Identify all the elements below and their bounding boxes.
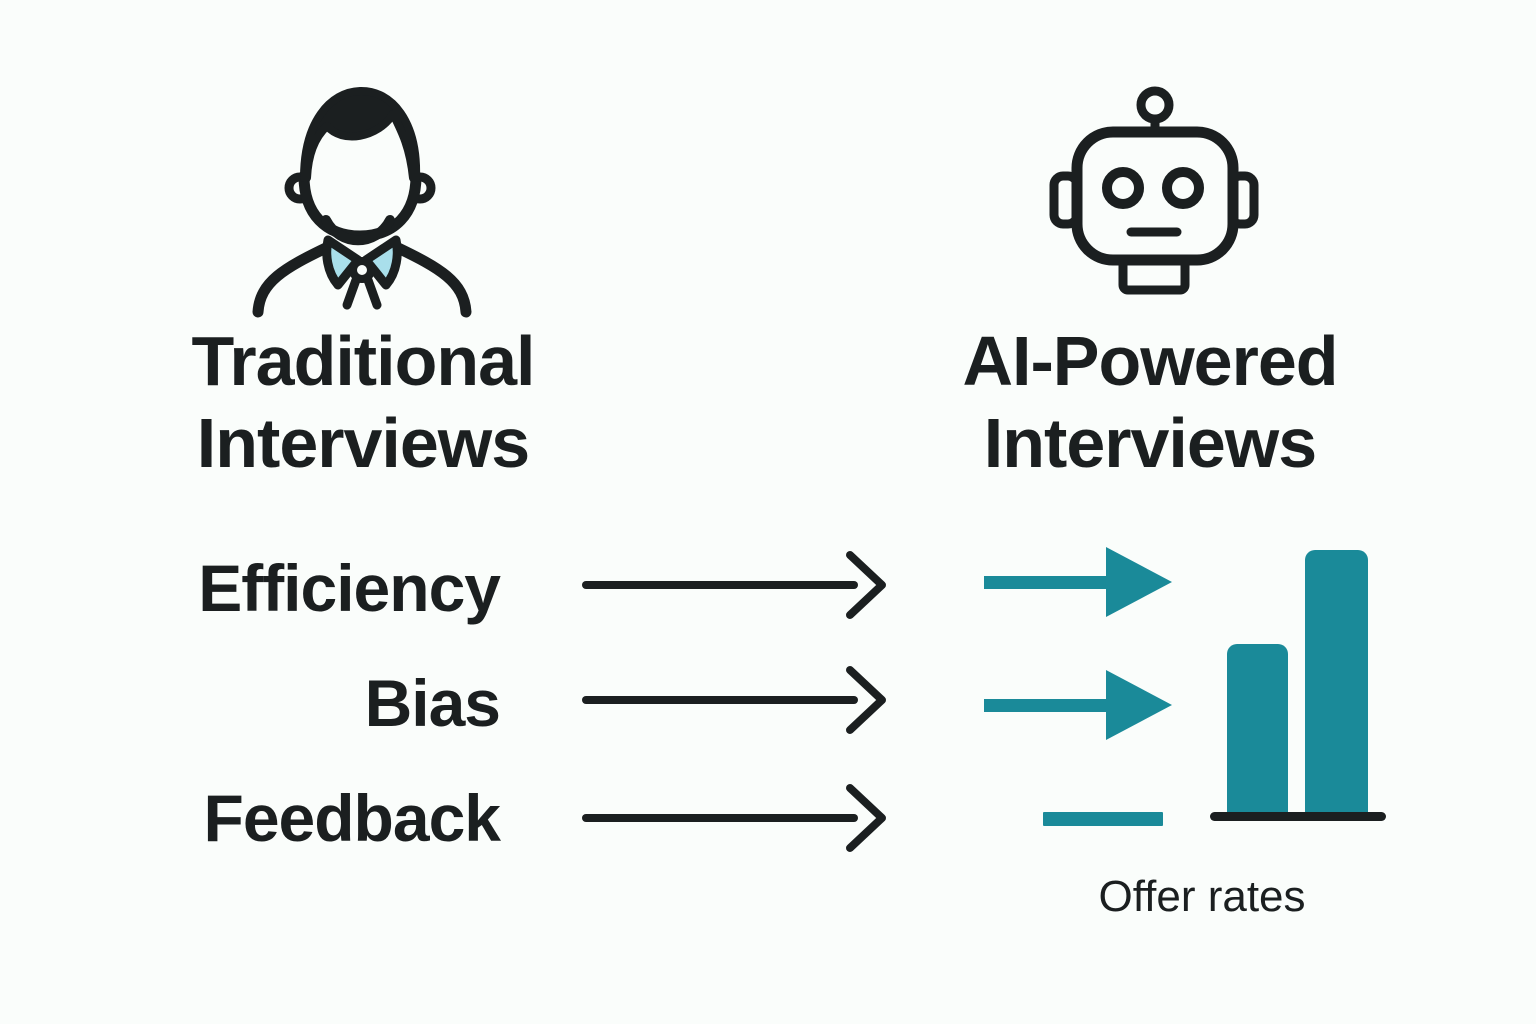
- person-icon: [250, 84, 472, 318]
- teal-arrow-icon: [984, 667, 1174, 743]
- left-column-title: Traditional Interviews: [63, 320, 663, 484]
- robot-icon: [1048, 84, 1260, 296]
- offer-rates-chart: [1210, 540, 1386, 830]
- row-label-feedback: Feedback: [203, 781, 501, 855]
- chart-baseline: [1210, 812, 1386, 821]
- teal-arrow-icon: [984, 544, 1174, 620]
- chart-bar-1: [1227, 644, 1288, 818]
- right-title-line2: Interviews: [983, 404, 1317, 482]
- chart-caption: Offer rates: [1098, 872, 1306, 921]
- black-arrow-icon: [582, 547, 886, 623]
- right-title-line1: AI-Powered: [962, 322, 1338, 400]
- right-column-title: AI-Powered Interviews: [850, 320, 1450, 484]
- left-title-line1: Traditional: [191, 322, 536, 400]
- chart-bar-2: [1305, 550, 1368, 818]
- left-title-line2: Interviews: [196, 404, 530, 482]
- row-label-efficiency: Efficiency: [198, 551, 501, 625]
- black-arrow-icon: [582, 662, 886, 738]
- row-label-bias: Bias: [364, 666, 501, 740]
- black-arrow-icon: [582, 780, 886, 856]
- teal-dash-icon: [1043, 812, 1163, 826]
